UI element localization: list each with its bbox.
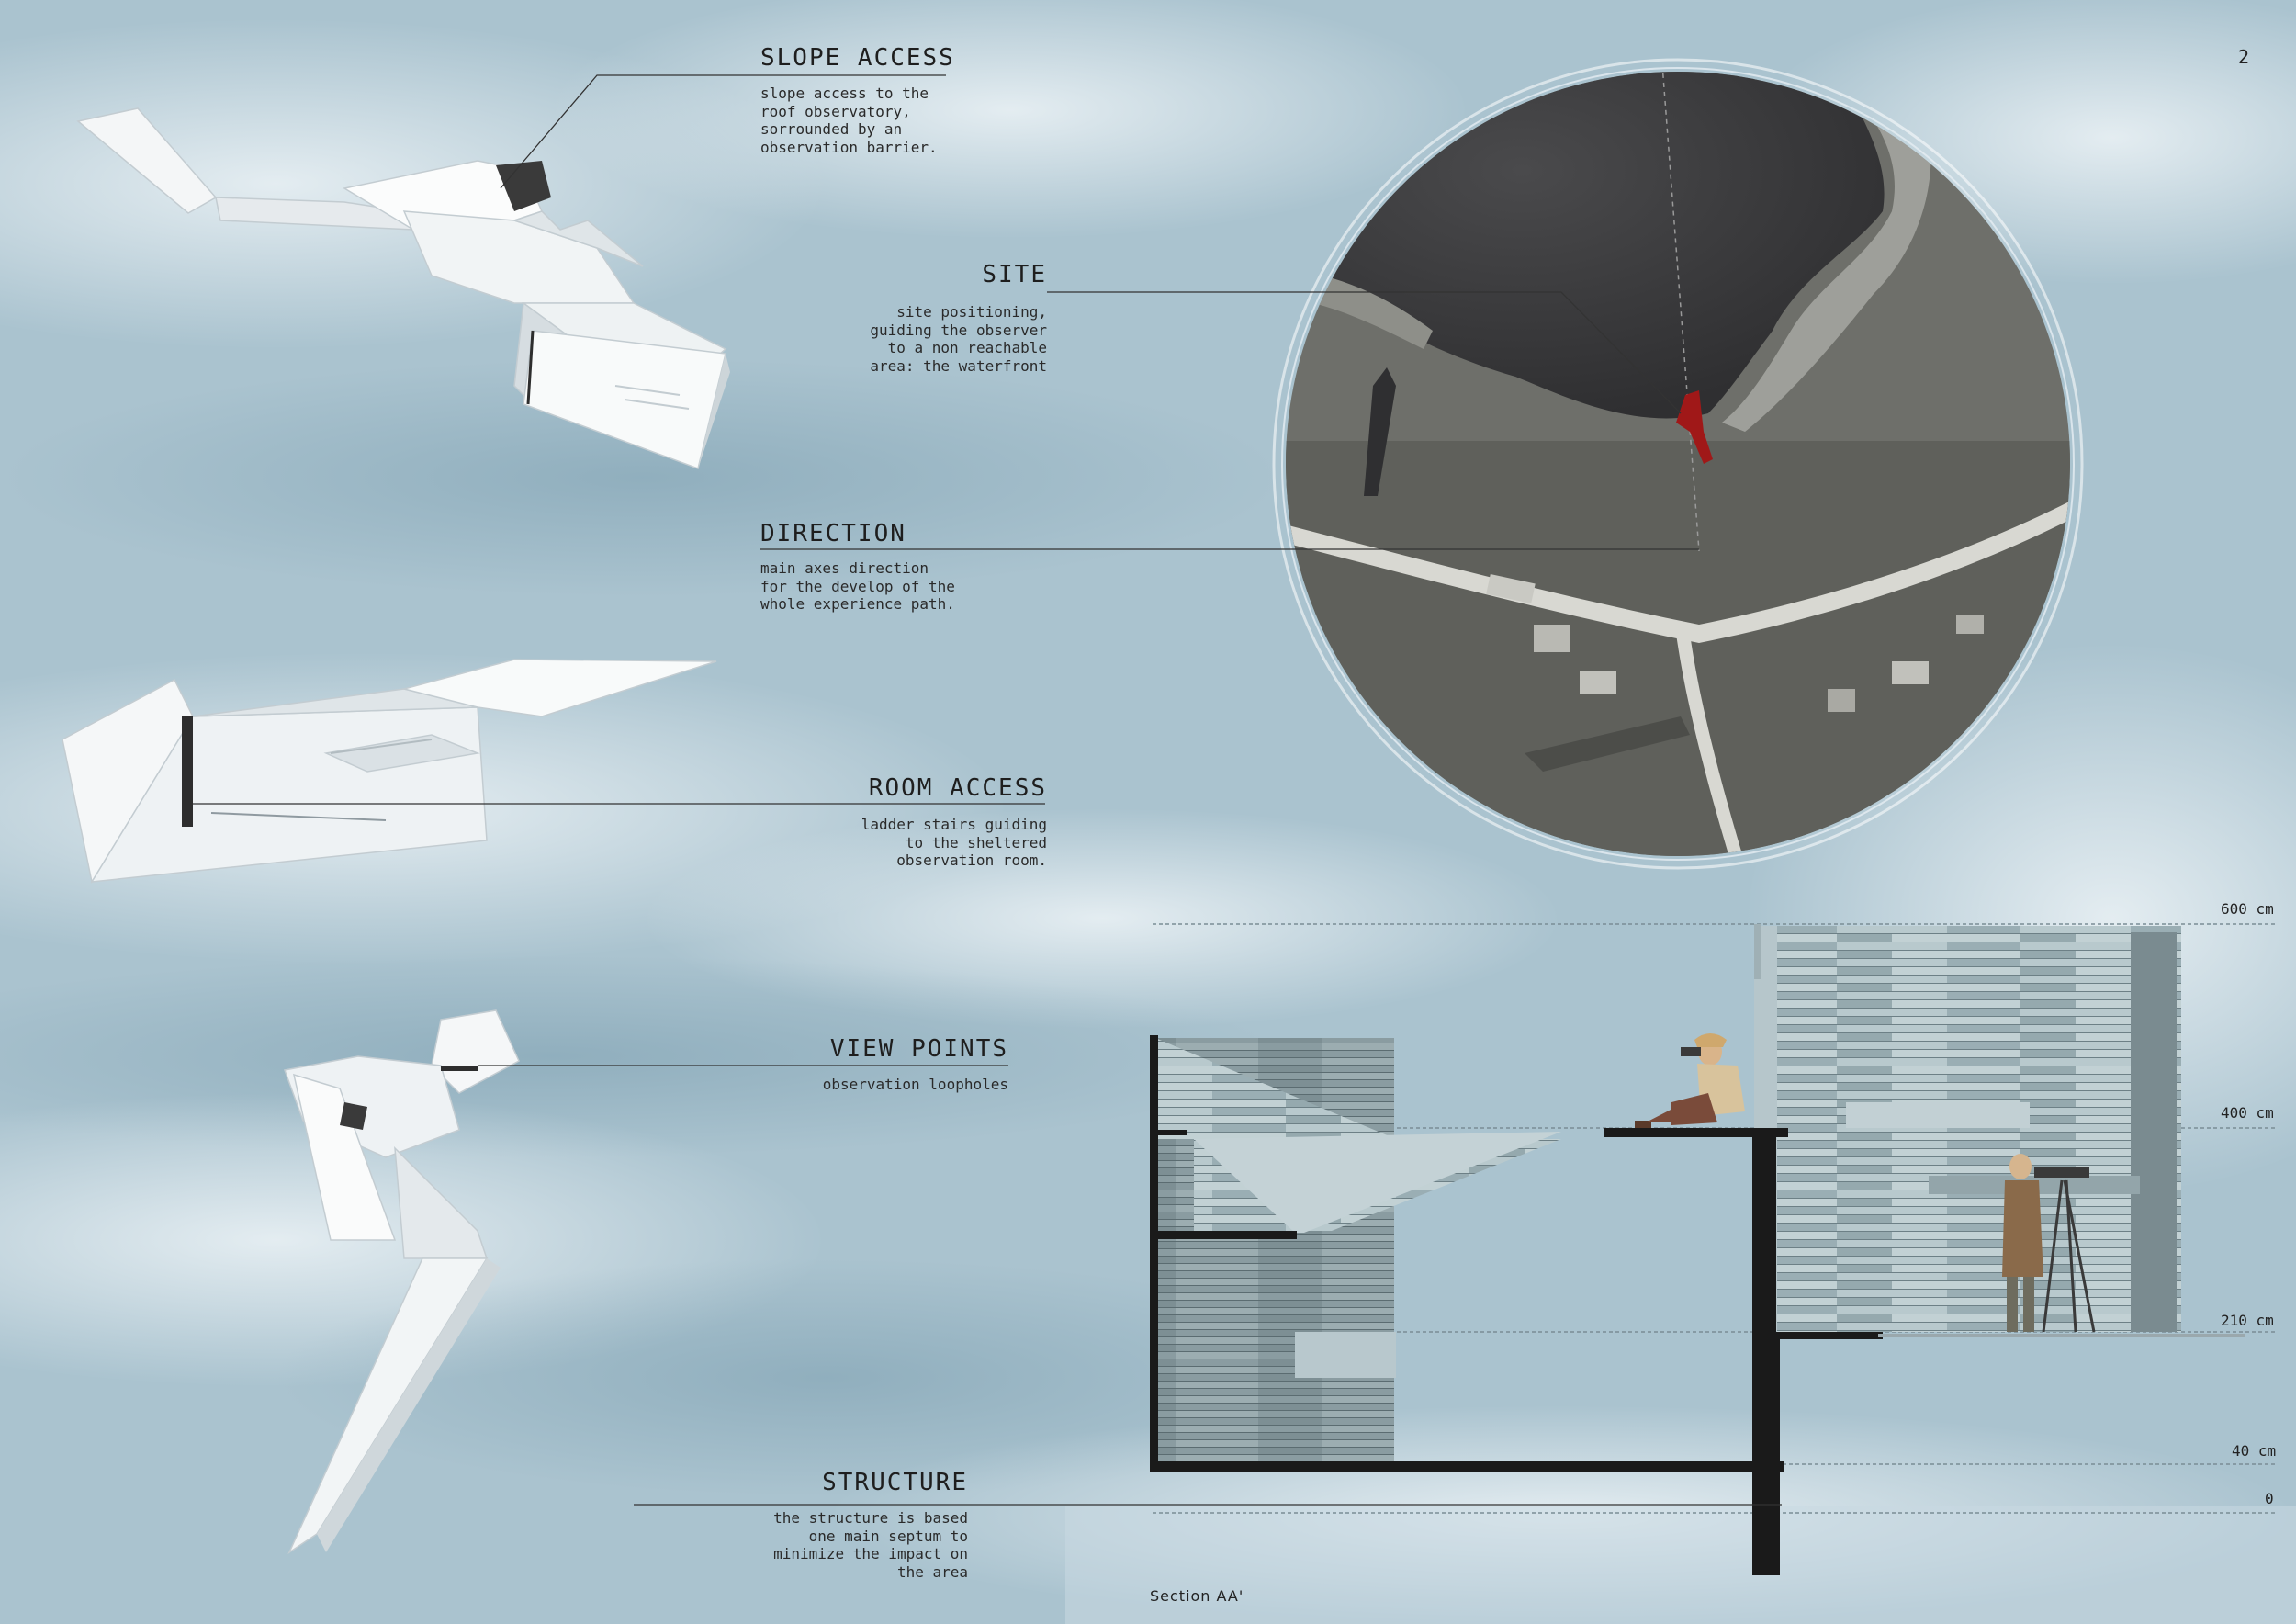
direction-title: DIRECTION: [760, 520, 906, 547]
section-title: Section AA': [1150, 1587, 1244, 1605]
slope-access-title: SLOPE ACCESS: [760, 44, 955, 72]
page-number: 2: [2238, 46, 2250, 68]
direction-description: main axes direction for the develop of t…: [760, 559, 955, 613]
standing-observer-figure: [2002, 1154, 2096, 1333]
level-label-400: 400 cm: [2221, 1104, 2274, 1122]
structure-description: the structure is based one main septum t…: [773, 1509, 968, 1581]
level-label-40: 40 cm: [2232, 1442, 2277, 1460]
level-label-0: 0: [2265, 1490, 2274, 1507]
leader-site: [1047, 291, 1682, 414]
view-points-description: observation loopholes: [822, 1076, 1008, 1093]
room-access-description: ladder stairs guiding to the sheltered o…: [861, 816, 1047, 869]
view-points-title: VIEW POINTS: [829, 1035, 1008, 1063]
site-description: site positioning, guiding the observer t…: [870, 303, 1047, 375]
section-drawing: [1150, 923, 2278, 1575]
room-access-title: ROOM ACCESS: [868, 774, 1047, 802]
site-title: SITE: [982, 261, 1047, 288]
model-view-points: [283, 1009, 520, 1555]
seated-observer-figure: [1635, 1033, 1745, 1128]
structure-title: STRUCTURE: [822, 1469, 968, 1496]
model-slope-access: [76, 107, 730, 469]
leader-slope-access: [500, 74, 946, 189]
level-label-210: 210 cm: [2221, 1312, 2274, 1329]
slope-access-description: slope access to the roof observatory, so…: [760, 85, 938, 156]
model-room-access: [62, 659, 717, 885]
level-label-600: 600 cm: [2221, 900, 2274, 918]
